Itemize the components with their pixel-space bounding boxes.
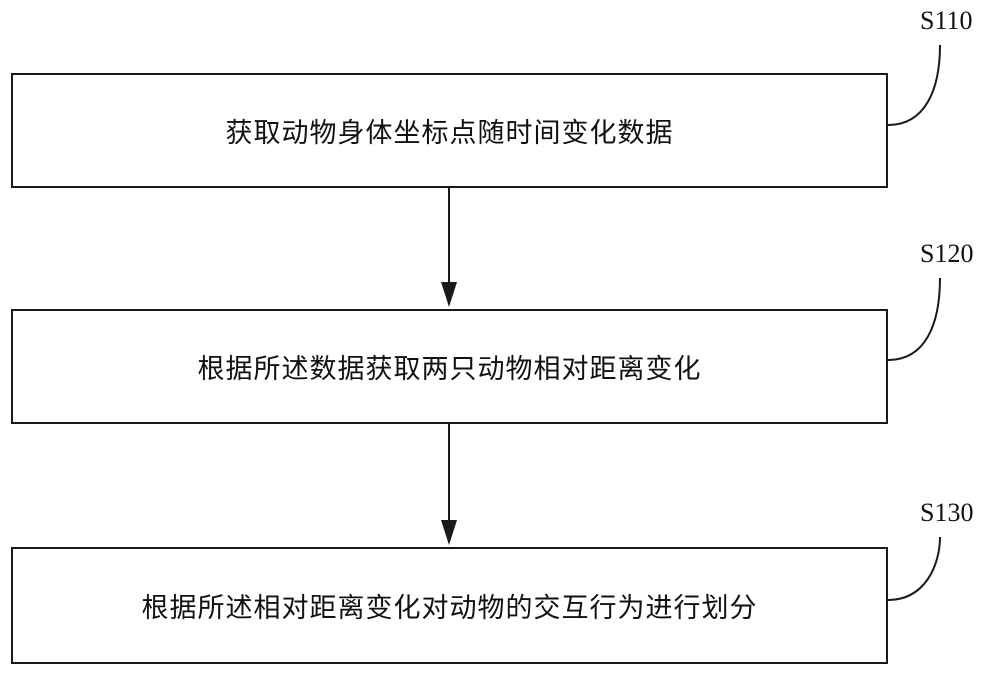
leader-line-s110 <box>887 44 941 126</box>
step-label-s130: S130 <box>920 498 974 527</box>
step-text-s120: 根据所述数据获取两只动物相对距离变化 <box>197 354 702 385</box>
step-label-s120: S120 <box>920 239 974 268</box>
step-text-s110: 获取动物身体坐标点随时间变化数据 <box>225 118 674 149</box>
step-box-s120: 根据所述数据获取两只动物相对距离变化 <box>11 309 888 424</box>
step-label-s110: S110 <box>920 6 973 35</box>
leader-line-s120 <box>887 277 941 361</box>
leader-line-s130 <box>887 536 941 601</box>
step-text-s130: 根据所述相对距离变化对动物的交互行为进行划分 <box>141 593 758 624</box>
step-box-s130: 根据所述相对距离变化对动物的交互行为进行划分 <box>11 547 888 664</box>
arrowhead-step3 <box>441 520 457 545</box>
step-box-s110: 获取动物身体坐标点随时间变化数据 <box>11 73 888 188</box>
arrowhead-step2 <box>441 282 457 307</box>
